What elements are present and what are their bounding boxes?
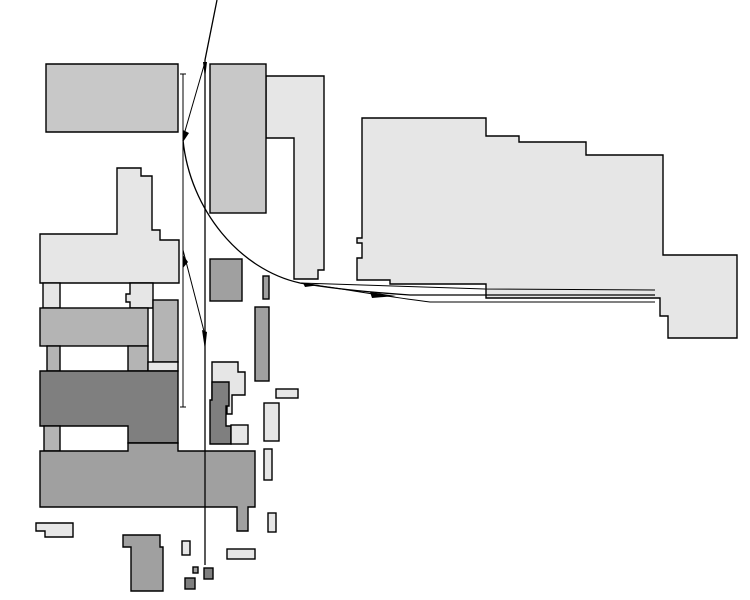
connector-west-5 [43,425,61,452]
building-west-dark [39,370,179,444]
building-north-central-annex [265,75,325,280]
building-west-tower [39,167,180,284]
connector-west-4 [127,345,149,372]
rail-switch-1 [182,61,206,139]
switch-frog-3 [183,255,188,268]
building-south [39,442,256,532]
building-east-large [356,117,738,339]
switch-frog-4 [202,330,207,350]
building-southwest-tall [122,534,164,592]
shed-4 [203,567,214,580]
shed-6 [267,512,277,533]
switch-frog-2 [183,130,189,142]
building-west-medium [39,307,149,347]
building-central-8 [263,402,280,442]
rail-siding-branch [299,282,656,291]
connector-west-2 [125,282,154,309]
building-north-central [209,63,267,214]
building-central-3 [254,306,270,382]
shed-1 [181,540,191,556]
building-central-7 [275,388,299,399]
connector-west-1 [42,282,61,309]
building-central-2 [262,275,270,300]
building-central-6 [230,424,249,445]
switch-frog-6 [370,292,396,298]
shed-3 [184,577,196,590]
switch-frog-5 [303,283,320,287]
shed-2 [192,566,199,574]
building-northwest [45,63,179,133]
building-track-side [152,299,179,363]
building-central-9 [263,448,273,481]
rail-switch-2 [182,249,206,336]
building-small-southwest [35,522,74,538]
rail-siding-curve [182,139,655,296]
connector-west-3 [46,345,61,372]
building-central-1 [209,258,243,302]
shed-5 [226,548,256,560]
building-track-side-annex [147,361,179,372]
rail-track-main [204,0,218,565]
switch-frog-1 [203,62,207,78]
